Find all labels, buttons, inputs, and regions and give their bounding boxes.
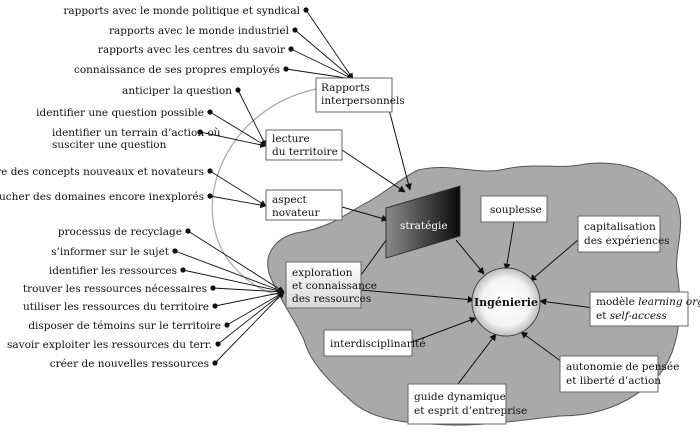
node-souplesse-label: souplesse [490, 204, 542, 216]
node-aspect-line1: aspect [272, 194, 307, 206]
left-connector-lecture-0 [237, 89, 267, 147]
left-label-exploration-5: disposer de témoins sur le territoire [28, 320, 221, 332]
left-label-lecture-0: anticiper la question [122, 85, 232, 97]
left-label-exploration-1: s’informer sur le sujet [51, 246, 170, 258]
left-label-aspect-0: introduire des concepts nouveaux et nova… [0, 166, 204, 178]
node-modele: modèle learning org et self-access [589, 291, 700, 327]
node-exploration: exploration et connaissance des ressourc… [285, 261, 377, 309]
left-label-lecture-2: identifier un terrain d’action où [52, 127, 221, 139]
left-connector-lecture-1 [209, 111, 267, 147]
node-rapports: Rapports interpersonnels [315, 77, 405, 113]
node-exploration-line1: exploration [292, 267, 353, 279]
left-connector-exploration-5 [226, 291, 285, 326]
left-label-exploration-0: processus de recyclage [58, 226, 182, 238]
left-connector-exploration-0 [187, 230, 285, 293]
left-label-exploration-4: utiliser les ressources du territoire [23, 301, 209, 313]
connectors [341, 101, 595, 385]
node-autonomie-line1: autonomie de pensée [566, 361, 679, 373]
node-strategie-label: stratégie [400, 220, 448, 232]
node-lecture-line2: du territoire [272, 146, 338, 158]
left-connector-rapports-0 [305, 9, 354, 80]
left-label-lecture-3: susciter une question [52, 139, 167, 151]
left-label-rapports-3: connaissance de ses propres employés [74, 64, 280, 76]
left-connector-exploration-7 [214, 291, 285, 364]
left-connector-rapports-2 [290, 48, 354, 80]
left-label-exploration-7: créer de nouvelles ressources [50, 358, 209, 370]
left-connector-aspect-0 [209, 170, 267, 207]
node-modele-prefix: modèle [596, 296, 638, 308]
node-autonomie: autonomie de pensée et liberté d’action [559, 355, 679, 393]
node-modele-join: et [596, 310, 610, 322]
node-aspect-line2: novateur [272, 207, 320, 219]
node-aspect: aspect novateur [265, 189, 343, 221]
node-modele-line1: modèle learning org [596, 296, 700, 308]
node-guide-line1: guide dynamique [414, 391, 506, 403]
left-label-rapports-2: rapports avec les centres du savoir [98, 44, 286, 56]
left-label-rapports-1: rapports avec le monde industriel [109, 25, 290, 37]
node-guide: guide dynamique et esprit d’entreprise [407, 383, 527, 425]
left-connector-rapports-1 [294, 29, 354, 80]
left-connector-exploration-6 [217, 291, 285, 345]
center-node: Ingénierie [471, 267, 541, 337]
node-strategie: stratégie [385, 185, 461, 259]
left-connector-exploration-1 [174, 250, 285, 293]
left-connector-aspect-1 [209, 195, 267, 209]
node-rapports-line1: Rapports [321, 82, 370, 94]
left-connector-exploration-4 [214, 290, 285, 307]
node-rapports-line2: interpersonnels [321, 95, 405, 107]
node-exploration-line2: et connaissance [292, 280, 377, 292]
left-label-aspect-1: toucher des domaines encore inexplorés [0, 191, 204, 203]
left-label-rapports-0: rapports avec le monde politique et synd… [63, 5, 300, 17]
node-interdisciplinarite: interdisciplinarité [323, 329, 426, 357]
node-exploration-line3: des ressources [292, 293, 371, 305]
node-capitalisation-line2: des expériences [584, 235, 670, 247]
node-lecture-line1: lecture [272, 133, 310, 145]
node-capitalisation: capitalisation des expériences [577, 215, 670, 253]
node-modele-italic1: learning org [638, 296, 700, 308]
center-label: Ingénierie [474, 296, 538, 309]
node-modele-italic2: self-access [610, 310, 668, 322]
left-label-exploration-3: trouver les ressources nécessaires [23, 283, 207, 295]
node-modele-line2: et self-access [596, 310, 667, 322]
left-label-exploration-2: identifier les ressources [49, 265, 177, 277]
node-capitalisation-line1: capitalisation [584, 221, 656, 233]
node-lecture: lecture du territoire [265, 129, 343, 161]
left-label-exploration-6: savoir exploiter les ressources du terr. [7, 339, 212, 351]
node-interdisciplinarite-label: interdisciplinarité [330, 338, 426, 350]
left-labels-group: rapports avec le monde politique et synd… [0, 5, 354, 370]
left-connector-lecture-2 [199, 131, 267, 148]
node-autonomie-line2: et liberté d’action [566, 375, 661, 387]
arc-line [211, 88, 317, 296]
left-connector-exploration-2 [182, 269, 285, 294]
left-connector-rapports-3 [285, 68, 354, 82]
left-label-lecture-1: identifier une question possible [36, 107, 204, 119]
node-guide-line2: et esprit d’entreprise [414, 405, 527, 417]
left-connector-exploration-3 [212, 287, 285, 295]
node-souplesse: souplesse [480, 195, 548, 223]
